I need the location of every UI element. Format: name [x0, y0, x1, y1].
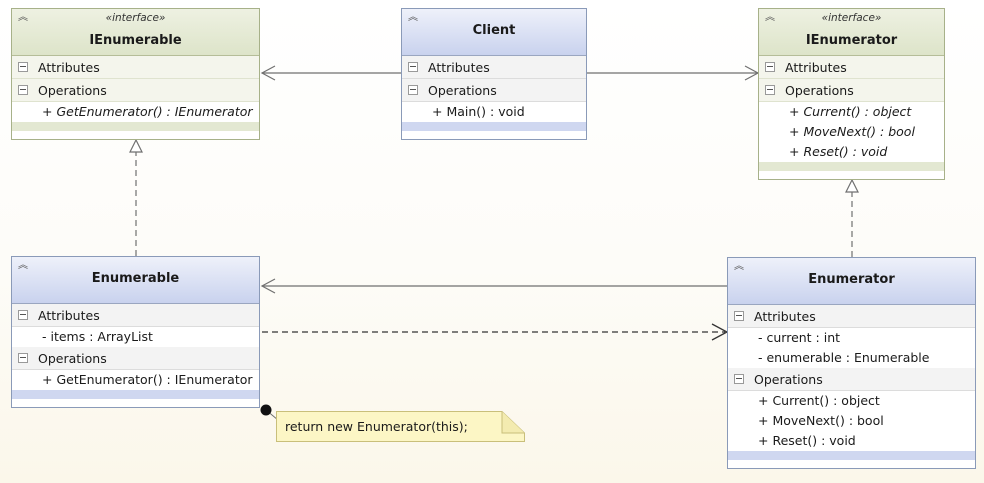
ienumerator-interface[interactable]: ︽ «interface» IEnumerator Attributes Ope… [758, 8, 945, 180]
operation-item[interactable]: + Current() : object [758, 393, 880, 408]
collapse-icon[interactable]: ︽ [18, 12, 28, 23]
collapse-section-icon[interactable] [18, 310, 28, 320]
operations-label: Operations [38, 351, 107, 366]
operation-item[interactable]: + MoveNext() : bool [789, 124, 915, 139]
attributes-label: Attributes [38, 308, 100, 323]
operation-item[interactable]: + MoveNext() : bool [758, 413, 884, 428]
operations-label: Operations [428, 83, 497, 98]
operations-label: Operations [38, 83, 107, 98]
box-footer [402, 122, 586, 131]
collapse-icon[interactable]: ︽ [765, 12, 775, 23]
collapse-section-icon[interactable] [765, 85, 775, 95]
realization-enumerable-to-ienumerable [129, 138, 143, 256]
operation-item[interactable]: + Current() : object [789, 104, 912, 119]
ienumerable-header: ︽ «interface» IEnumerable [12, 9, 259, 56]
collapse-icon[interactable]: ︽ [18, 260, 28, 271]
client-class[interactable]: ︽ Client Attributes Operations + Main() … [401, 8, 587, 140]
operation-item[interactable]: + GetEnumerator() : IEnumerator [42, 104, 253, 119]
client-attributes-section[interactable]: Attributes [402, 56, 586, 79]
enumerator-header: ︽ Enumerator [728, 258, 975, 305]
attribute-item[interactable]: - items : ArrayList [42, 329, 153, 344]
realization-enumerator-to-ienumerator [845, 178, 859, 257]
collapse-icon[interactable]: ︽ [408, 12, 418, 23]
dependency-enumerable-to-enumerator [262, 323, 729, 341]
ienumerator-attributes-section[interactable]: Attributes [759, 56, 944, 79]
ienumerable-attributes-section[interactable]: Attributes [12, 56, 259, 79]
collapse-section-icon[interactable] [408, 62, 418, 72]
enumerable-name: Enumerable [91, 271, 180, 286]
operations-label: Operations [754, 372, 823, 387]
operation-item[interactable]: + GetEnumerator() : IEnumerator [42, 372, 253, 387]
collapse-section-icon[interactable] [734, 311, 744, 321]
ienumerable-interface[interactable]: ︽ «interface» IEnumerable Attributes Ope… [11, 8, 260, 140]
operation-item[interactable]: + Reset() : void [789, 144, 888, 159]
collapse-section-icon[interactable] [765, 62, 775, 72]
client-header: ︽ Client [402, 9, 586, 56]
box-footer [12, 122, 259, 131]
collapse-section-icon[interactable] [734, 374, 744, 384]
box-footer [759, 162, 944, 171]
ienumerable-stereotype: «interface» [105, 12, 166, 24]
collapse-section-icon[interactable] [18, 353, 28, 363]
operation-item[interactable]: + Main() : void [432, 104, 525, 119]
client-name: Client [472, 23, 516, 38]
note-text: return new Enumerator(this); [285, 419, 468, 434]
ienumerable-operations-section[interactable]: Operations [12, 79, 259, 102]
collapse-section-icon[interactable] [18, 62, 28, 72]
attribute-item[interactable]: - enumerable : Enumerable [758, 350, 930, 365]
enumerator-class[interactable]: ︽ Enumerator Attributes - current : int … [727, 257, 976, 469]
code-note[interactable]: return new Enumerator(this); [276, 411, 525, 442]
enumerable-operations-section[interactable]: Operations [12, 347, 259, 370]
association-client-to-ienumerator [587, 65, 760, 81]
box-footer [728, 451, 975, 460]
enumerable-class[interactable]: ︽ Enumerable Attributes - items : ArrayL… [11, 256, 260, 408]
attributes-label: Attributes [785, 60, 847, 75]
attributes-label: Attributes [428, 60, 490, 75]
association-enumerator-to-enumerable [260, 278, 727, 294]
collapse-icon[interactable]: ︽ [734, 261, 744, 272]
enumerable-attributes-section[interactable]: Attributes [12, 304, 259, 327]
enumerable-header: ︽ Enumerable [12, 257, 259, 304]
note-shape [276, 411, 525, 442]
ienumerator-name: IEnumerator [805, 33, 898, 48]
enumerator-attributes-section[interactable]: Attributes [728, 305, 975, 328]
enumerator-name: Enumerator [808, 272, 895, 287]
ienumerator-stereotype: «interface» [821, 12, 882, 24]
ienumerator-operations-section[interactable]: Operations [759, 79, 944, 102]
ienumerable-name: IEnumerable [89, 33, 182, 48]
attributes-label: Attributes [754, 309, 816, 324]
operation-item[interactable]: + Reset() : void [758, 433, 856, 448]
attributes-label: Attributes [38, 60, 100, 75]
enumerator-operations-section[interactable]: Operations [728, 368, 975, 391]
association-client-to-ienumerable [260, 65, 401, 81]
client-operations-section[interactable]: Operations [402, 79, 586, 102]
operations-label: Operations [785, 83, 854, 98]
ienumerator-header: ︽ «interface» IEnumerator [759, 9, 944, 56]
collapse-section-icon[interactable] [408, 85, 418, 95]
box-footer [12, 390, 259, 399]
attribute-item[interactable]: - current : int [758, 330, 841, 345]
collapse-section-icon[interactable] [18, 85, 28, 95]
